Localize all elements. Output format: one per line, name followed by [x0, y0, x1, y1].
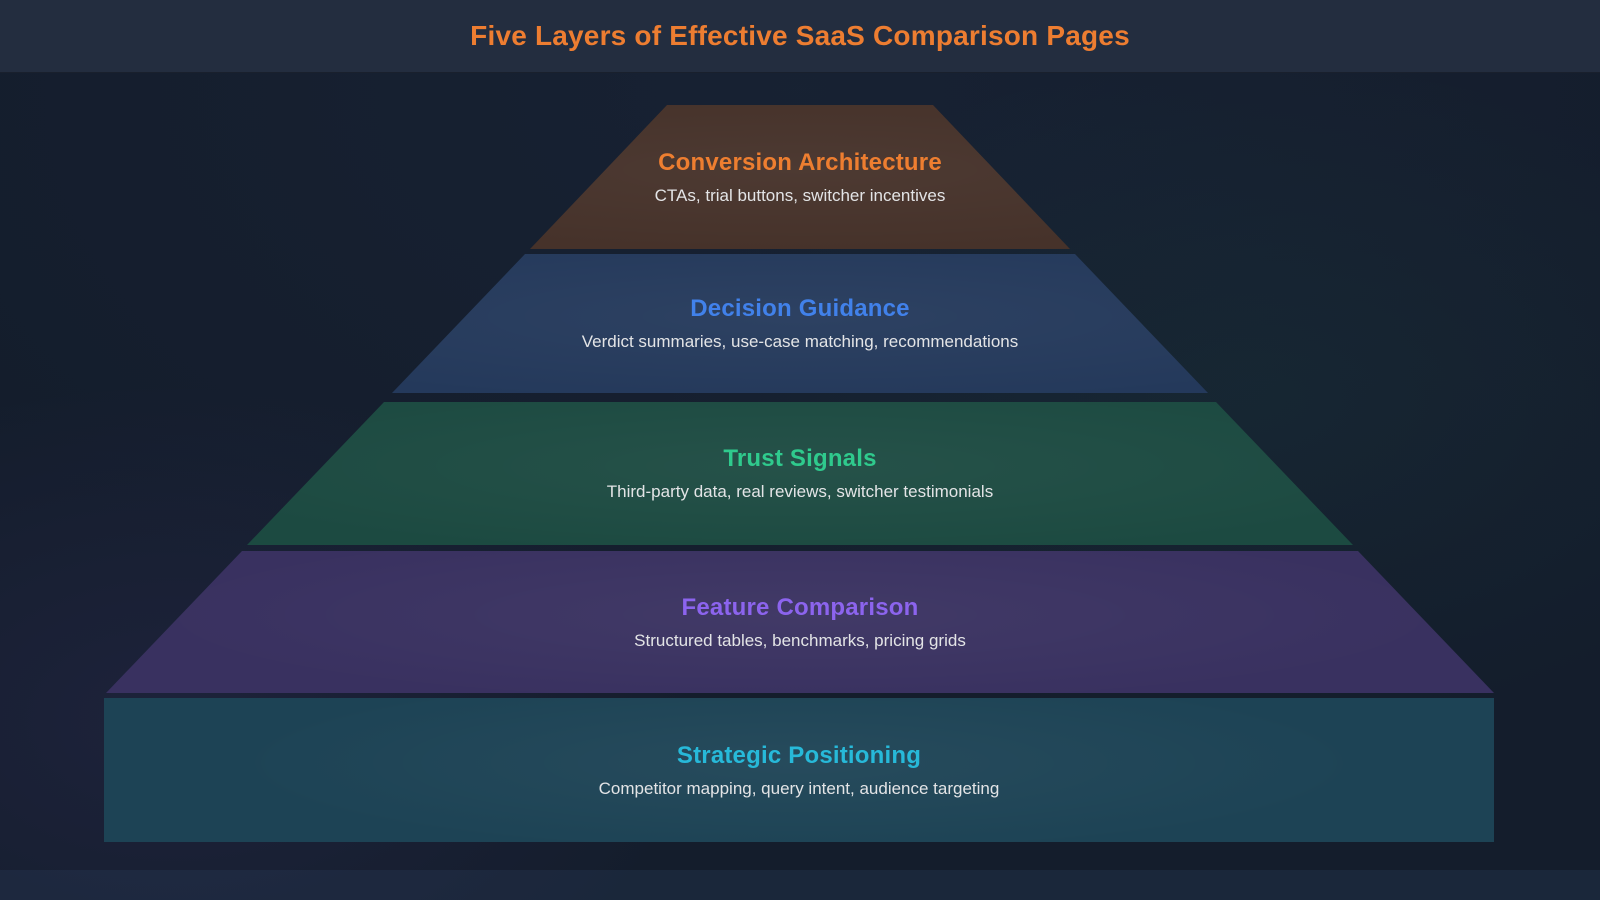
- footer-band: [0, 870, 1600, 900]
- layer-subtitle-trust-signals: Third-party data, real reviews, switcher…: [606, 482, 994, 501]
- pyramid-layer-decision-guidance: Decision Guidance Verdict summaries, use…: [392, 254, 1208, 393]
- layer-subtitle-decision-guidance: Verdict summaries, use-case matching, re…: [581, 332, 1019, 351]
- layer-title-decision-guidance: Decision Guidance: [690, 295, 910, 322]
- layer-title-strategic-positioning: Strategic Positioning: [676, 741, 922, 769]
- pyramid-layer-feature-comparison: Feature Comparison Structured tables, be…: [106, 551, 1494, 693]
- header-bar: Five Layers of Effective SaaS Comparison…: [0, 0, 1600, 73]
- pyramid-layer-strategic-positioning: Strategic Positioning Competitor mapping…: [104, 698, 1494, 842]
- page-title: Five Layers of Effective SaaS Comparison…: [470, 20, 1130, 51]
- layer-title-conversion-architecture: Conversion Architecture: [658, 148, 942, 176]
- layer-subtitle-strategic-positioning: Competitor mapping, query intent, audien…: [598, 778, 1000, 798]
- layer-subtitle-feature-comparison: Structured tables, benchmarks, pricing g…: [634, 630, 966, 650]
- layer-title-trust-signals: Trust Signals: [723, 445, 877, 472]
- layer-subtitle-conversion-architecture: CTAs, trial buttons, switcher incentives: [654, 185, 946, 205]
- layer-title-feature-comparison: Feature Comparison: [681, 593, 919, 621]
- pyramid-layer-trust-signals: Trust Signals Third-party data, real rev…: [247, 402, 1353, 545]
- pyramid-layer-conversion-architecture: Conversion Architecture CTAs, trial butt…: [530, 105, 1070, 249]
